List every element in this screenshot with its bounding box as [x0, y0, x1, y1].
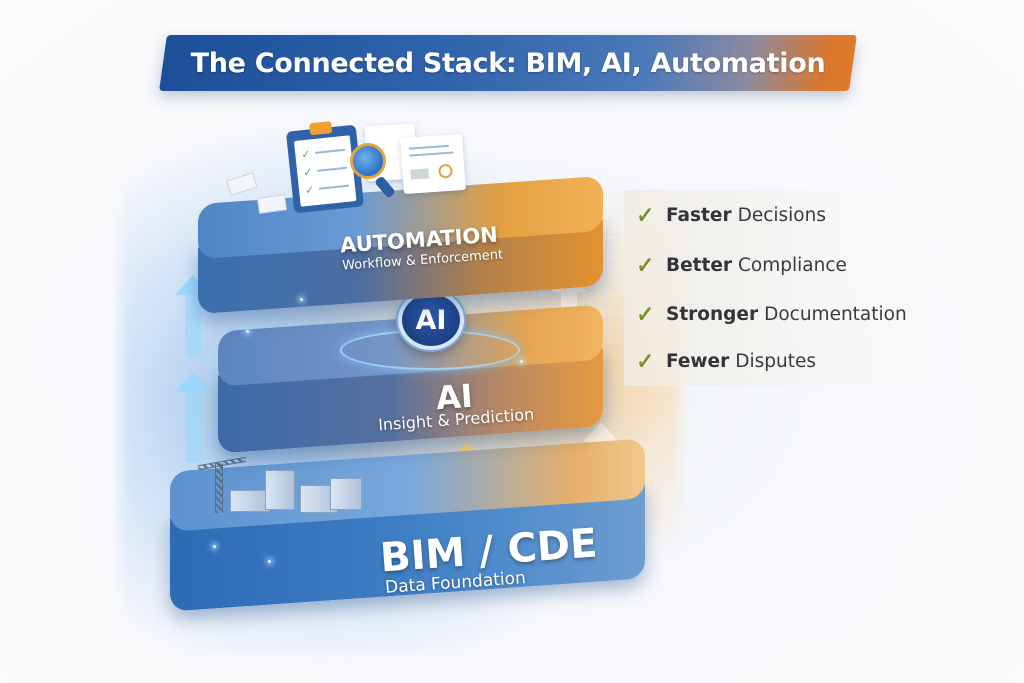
benefit-text: Documentation — [764, 304, 907, 325]
document-icon — [400, 133, 466, 195]
check-icon: ✓ — [300, 148, 312, 162]
up-arrow-icon — [175, 372, 211, 462]
check-icon: ✓ — [636, 302, 655, 327]
check-icon: ✓ — [636, 253, 655, 278]
sparkle — [300, 298, 303, 301]
sparkle — [520, 360, 523, 363]
check-icon: ✓ — [304, 184, 316, 198]
benefit-strong: Faster — [666, 205, 732, 226]
benefits-panel — [624, 190, 954, 386]
check-icon: ✓ — [302, 166, 314, 180]
magnifier-globe-icon — [350, 143, 386, 179]
building-icon — [330, 478, 362, 510]
building-icon — [265, 470, 295, 510]
page-title: The Connected Stack: BIM, AI, Automation — [190, 47, 826, 79]
check-icon: ✓ — [636, 349, 655, 374]
sparkle — [213, 545, 216, 548]
benefit-item: ✓ Fewer Disputes — [636, 349, 816, 374]
check-icon: ✓ — [636, 203, 655, 228]
sparkle — [246, 330, 249, 333]
benefit-text: Decisions — [737, 205, 826, 226]
benefit-strong: Fewer — [666, 351, 730, 372]
benefit-strong: Better — [666, 255, 733, 276]
benefit-text: Disputes — [735, 351, 816, 372]
benefit-item: ✓ Faster Decisions — [636, 203, 826, 228]
crane-icon — [215, 463, 223, 513]
benefit-item: ✓ Better Compliance — [636, 253, 847, 278]
sparkle — [268, 560, 271, 563]
benefit-item: ✓ Stronger Documentation — [636, 302, 907, 327]
benefit-text: Compliance — [738, 255, 847, 276]
building-icon — [230, 490, 270, 512]
benefit-strong: Stronger — [666, 304, 759, 325]
